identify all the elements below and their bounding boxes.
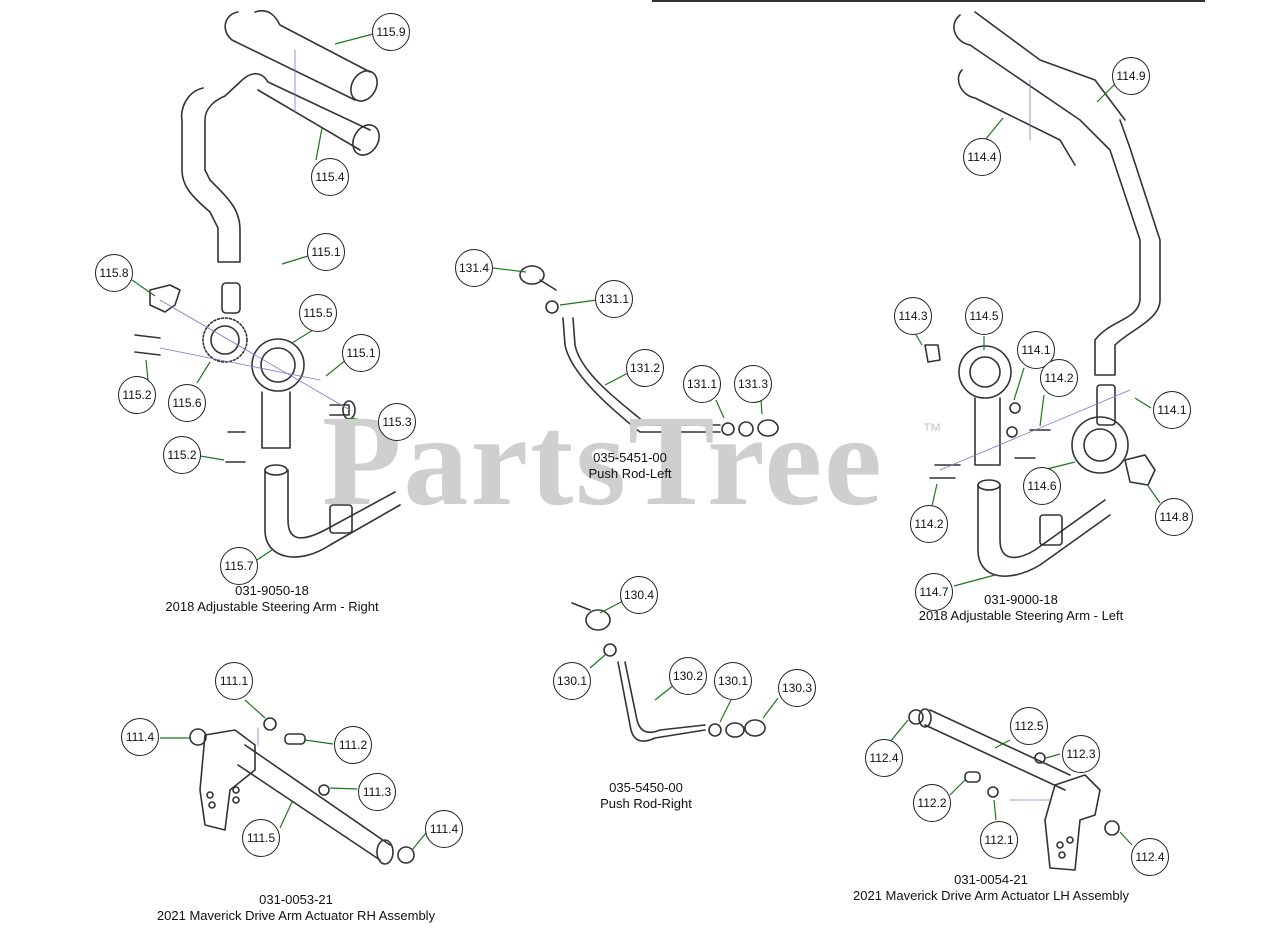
callout-112-4[interactable]: 112.4	[865, 739, 903, 777]
caption-steering-arm-right: 031-9050-18 2018 Adjustable Steering Arm…	[165, 583, 378, 615]
adjuster-left-drawing	[924, 344, 1156, 486]
callout-115-1[interactable]: 115.1	[307, 233, 345, 271]
callout-111-5[interactable]: 111.5	[242, 819, 280, 857]
callout-115-5[interactable]: 115.5	[299, 294, 337, 332]
lower-arm-left-drawing	[977, 479, 1111, 577]
callout-115-1b[interactable]: 115.1	[342, 334, 380, 372]
callout-111-3[interactable]: 111.3	[358, 773, 396, 811]
caption-actuator-lh: 031-0054-21 2021 Maverick Drive Arm Actu…	[853, 872, 1129, 904]
callout-131-1[interactable]: 131.1	[595, 280, 633, 318]
callout-112-1[interactable]: 112.1	[980, 821, 1018, 859]
actuator-lh-drawing	[908, 708, 1120, 871]
part-number: 035-5450-00	[609, 780, 683, 795]
callout-114-4[interactable]: 114.4	[963, 138, 1001, 176]
actuator-rh-drawing	[189, 717, 415, 865]
callout-115-4[interactable]: 115.4	[311, 158, 349, 196]
callout-111-4[interactable]: 111.4	[121, 718, 159, 756]
top-border-line	[652, 0, 1205, 2]
caption-pushrod-right: 035-5450-00 Push Rod-Right	[600, 780, 692, 812]
callout-114-1b[interactable]: 114.1	[1153, 391, 1191, 429]
handle-upper-left-drawing	[953, 11, 1161, 376]
callout-115-9[interactable]: 115.9	[372, 13, 410, 51]
part-number: 035-5451-00	[593, 450, 667, 465]
callout-112-2[interactable]: 112.2	[913, 784, 951, 822]
callout-114-9[interactable]: 114.9	[1112, 57, 1150, 95]
handle-upper-right-drawing	[180, 10, 380, 263]
callout-111-2[interactable]: 111.2	[334, 726, 372, 764]
callout-114-2[interactable]: 114.2	[1040, 359, 1078, 397]
callout-112-5[interactable]: 112.5	[1010, 707, 1048, 745]
callout-115-7[interactable]: 115.7	[220, 547, 258, 585]
callout-130-2[interactable]: 130.2	[669, 657, 707, 695]
callout-131-3[interactable]: 131.3	[734, 365, 772, 403]
callout-130-3[interactable]: 130.3	[778, 669, 816, 707]
part-number: 031-0054-21	[954, 872, 1028, 887]
pushrod-left-drawing	[519, 265, 779, 437]
adjuster-right-drawing	[134, 282, 356, 463]
callout-115-2b[interactable]: 115.2	[163, 436, 201, 474]
callout-115-6[interactable]: 115.6	[168, 384, 206, 422]
callout-114-2b[interactable]: 114.2	[910, 505, 948, 543]
callout-114-5[interactable]: 114.5	[965, 297, 1003, 335]
callout-131-4[interactable]: 131.4	[455, 249, 493, 287]
caption-steering-arm-left: 031-9000-18 2018 Adjustable Steering Arm…	[919, 592, 1124, 624]
callout-114-3[interactable]: 114.3	[894, 297, 932, 335]
callout-114-7[interactable]: 114.7	[915, 573, 953, 611]
part-number: 031-9000-18	[984, 592, 1058, 607]
callout-115-8[interactable]: 115.8	[95, 254, 133, 292]
callout-131-1b[interactable]: 131.1	[683, 365, 721, 403]
assembly-title: Push Rod-Right	[600, 796, 692, 811]
callout-131-2[interactable]: 131.2	[626, 349, 664, 387]
callout-130-1[interactable]: 130.1	[553, 662, 591, 700]
callout-115-3[interactable]: 115.3	[378, 403, 416, 441]
callout-111-4b[interactable]: 111.4	[425, 810, 463, 848]
callout-114-6[interactable]: 114.6	[1023, 467, 1061, 505]
assembly-title: 2018 Adjustable Steering Arm - Right	[165, 599, 379, 614]
part-number: 031-9050-18	[235, 583, 309, 598]
assembly-title: 2021 Maverick Drive Arm Actuator LH Asse…	[853, 888, 1129, 903]
caption-actuator-rh: 031-0053-21 2021 Maverick Drive Arm Actu…	[157, 892, 435, 924]
callout-112-3[interactable]: 112.3	[1062, 735, 1100, 773]
pushrod-right-drawing	[571, 602, 766, 742]
assembly-title: Push Rod-Left	[588, 466, 672, 481]
callout-112-4b[interactable]: 112.4	[1131, 838, 1169, 876]
watermark-trademark: ™	[922, 420, 942, 442]
callout-130-4[interactable]: 130.4	[620, 576, 658, 614]
part-number: 031-0053-21	[259, 892, 333, 907]
callout-111-1[interactable]: 111.1	[215, 662, 253, 700]
callout-114-8[interactable]: 114.8	[1155, 498, 1193, 536]
lower-arm-right-drawing	[264, 464, 401, 558]
callout-115-2[interactable]: 115.2	[118, 376, 156, 414]
assembly-title: 2018 Adjustable Steering Arm - Left	[918, 608, 1124, 623]
callout-130-1b[interactable]: 130.1	[714, 662, 752, 700]
caption-pushrod-left: 035-5451-00 Push Rod-Left	[588, 450, 671, 482]
assembly-title: 2021 Maverick Drive Arm Actuator RH Asse…	[156, 908, 436, 923]
leader-lines	[131, 33, 1161, 851]
